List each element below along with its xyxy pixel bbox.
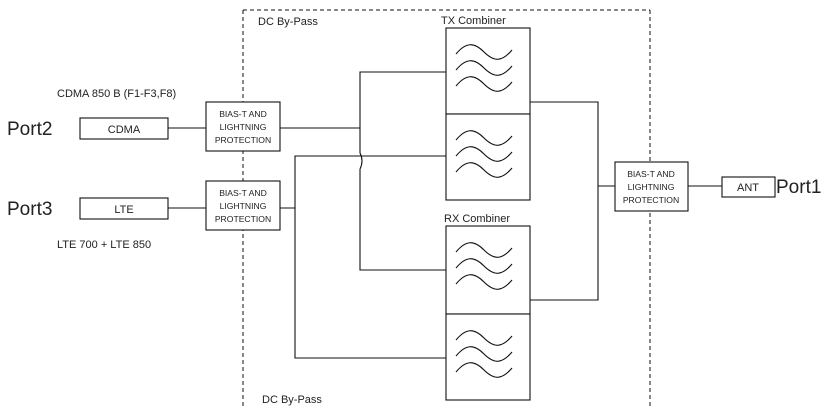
dc-bypass-bottom-label: DC By-Pass [262, 394, 322, 406]
bias-t-port1-line1: BIAS-T AND [627, 169, 675, 179]
rx-filter-lower-wave-icon [455, 330, 513, 378]
bias-t-port1-line2: LIGHTNING [628, 182, 675, 192]
cdma-box-label: CDMA [108, 124, 141, 136]
cdma-band-note: CDMA 850 B (F1-F3,F8) [57, 88, 176, 100]
lte-input-box: LTE [79, 197, 169, 220]
port2-label: Port2 [7, 119, 52, 140]
dc-bypass-top-label: DC By-Pass [258, 16, 318, 28]
port3-label: Port3 [7, 199, 52, 220]
ant-output-box: ANT [721, 176, 776, 198]
bias-t-port2-line1: BIAS-T AND [219, 109, 267, 119]
bias-t-port1-line3: PROTECTION [623, 195, 679, 205]
bias-t-port3-line1: BIAS-T AND [219, 188, 267, 198]
lte-band-note: LTE 700 + LTE 850 [57, 239, 151, 251]
bias-t-port3-box: BIAS-T AND LIGHTNING PROTECTION [205, 180, 281, 231]
bias-t-port3-line3: PROTECTION [215, 214, 271, 224]
port1-label: Port1 [776, 177, 821, 198]
bias-t-port2-box: BIAS-T AND LIGHTNING PROTECTION [205, 101, 281, 152]
tx-filter-upper-wave-icon [455, 44, 513, 92]
rx-combiner-label: RX Combiner [444, 213, 510, 225]
lte-box-label: LTE [114, 204, 133, 216]
bias-t-port2-line2: LIGHTNING [220, 122, 267, 132]
tx-combiner-label: TX Combiner [441, 15, 506, 27]
bias-t-port2-line3: PROTECTION [215, 135, 271, 145]
tx-filter-lower-wave-icon [455, 130, 513, 178]
bias-t-port1-box: BIAS-T AND LIGHTNING PROTECTION [614, 161, 689, 212]
signal-wires [168, 71, 722, 359]
ant-box-label: ANT [737, 182, 759, 194]
bias-t-port3-line2: LIGHTNING [220, 201, 267, 211]
rx-filter-upper-wave-icon [455, 242, 513, 290]
cdma-input-box: CDMA [79, 117, 169, 140]
